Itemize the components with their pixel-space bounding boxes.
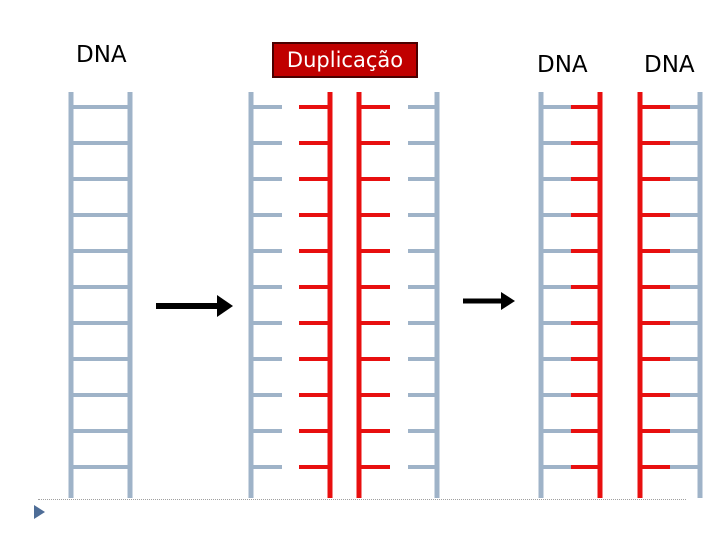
triangle-bullet-icon [34, 505, 45, 519]
dna-strands [68, 92, 703, 498]
arrow-head [501, 292, 515, 310]
dna-label-right-b: DNA [644, 52, 695, 78]
arrow-head [217, 295, 233, 317]
process-arrows [156, 292, 515, 317]
dna-label-left: DNA [76, 42, 127, 68]
right-arrow-icon [463, 292, 515, 310]
slide-divider [38, 499, 686, 500]
right-arrow-icon [156, 295, 233, 317]
dna-label-right-a: DNA [537, 52, 588, 78]
duplication-label: Duplicação [272, 42, 418, 78]
